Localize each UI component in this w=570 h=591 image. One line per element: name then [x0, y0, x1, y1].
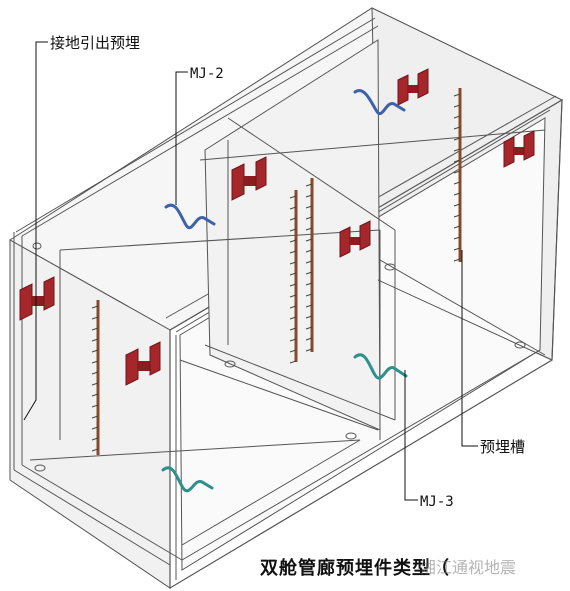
channel-tick [289, 228, 297, 232]
channel-tick [305, 183, 313, 187]
label-embedded-channel: 预埋槽 [480, 438, 525, 456]
channel-tick [305, 326, 313, 330]
channel-tick [289, 272, 297, 276]
channel-tick [305, 293, 313, 297]
channel-tick [305, 205, 313, 209]
channel-tick [453, 170, 461, 174]
channel-tick [453, 181, 461, 185]
channel-tick [289, 250, 297, 254]
channel-tick [305, 282, 313, 286]
mj3-wires [161, 353, 408, 493]
label-mj2: MJ-2 [190, 66, 224, 82]
channel-tick [453, 214, 461, 218]
labels: 接地引出预埋 MJ-2 预埋槽 MJ-3 [50, 34, 525, 510]
channel-tick [305, 271, 313, 275]
channel-tick [305, 337, 313, 341]
channel-tick [453, 247, 461, 251]
channel-tick [305, 249, 313, 253]
mj2-wires [164, 89, 406, 230]
embedded-plates [19, 68, 535, 386]
embedded-plate [397, 68, 429, 106]
channel-tick [453, 192, 461, 196]
channel-tick [91, 338, 99, 342]
channel-tick [453, 115, 461, 119]
channel-tick [453, 137, 461, 141]
channel-tick [305, 315, 313, 319]
channel-tick [91, 448, 99, 452]
channel-tick [289, 327, 297, 331]
embedded-plate [503, 130, 535, 168]
embedded-plate [231, 156, 267, 201]
channel-tick [305, 227, 313, 231]
channel-tick [91, 382, 99, 386]
channel-tick [289, 261, 297, 265]
channel-tick [91, 404, 99, 408]
channel-tick [289, 217, 297, 221]
channel-tick [305, 238, 313, 242]
channel-tick [91, 316, 99, 320]
watermark: 湘江通视地震 [420, 558, 517, 577]
caption: 双舱管廊预埋件类型（ [252, 552, 562, 582]
channel-tick [289, 294, 297, 298]
channel-tick [453, 104, 461, 108]
channel-tick [91, 349, 99, 353]
channel-tick [453, 236, 461, 240]
channel-tick [91, 426, 99, 430]
label-grounding-lead: 接地引出预埋 [50, 34, 140, 52]
channel-tick [91, 305, 99, 309]
channel-tick [305, 348, 313, 352]
embedded-plate [339, 220, 371, 258]
channel-tick [91, 415, 99, 419]
channel-tick [289, 349, 297, 353]
channel-tick [453, 148, 461, 152]
channel-tick [453, 258, 461, 262]
channel-tick [305, 194, 313, 198]
channel-tick [91, 360, 99, 364]
caption-text: 双舱管廊预埋件类型（ [260, 558, 450, 579]
embedded-channels [91, 88, 462, 455]
embedded-plate [19, 276, 55, 321]
channel-tick [305, 304, 313, 308]
channel-tick [305, 260, 313, 264]
channel-tick [453, 93, 461, 97]
label-mj3: MJ-3 [420, 494, 454, 510]
channel-tick [289, 206, 297, 210]
channel-tick [453, 159, 461, 163]
channel-tick [289, 316, 297, 320]
channel-tick [453, 225, 461, 229]
channel-tick [91, 327, 99, 331]
channel-tick [289, 338, 297, 342]
channel-tick [289, 305, 297, 309]
channel-tick [289, 239, 297, 243]
channel-tick [305, 216, 313, 220]
channel-tick [289, 195, 297, 199]
bracket-marks [32, 242, 526, 472]
channel-tick [289, 360, 297, 364]
channel-tick [91, 371, 99, 375]
embedded-plate [125, 341, 161, 386]
channel-tick [453, 126, 461, 130]
leader-lines [23, 41, 478, 501]
channel-tick [91, 437, 99, 441]
channel-tick [91, 393, 99, 397]
channel-tick [289, 283, 297, 287]
channel-tick [453, 203, 461, 207]
